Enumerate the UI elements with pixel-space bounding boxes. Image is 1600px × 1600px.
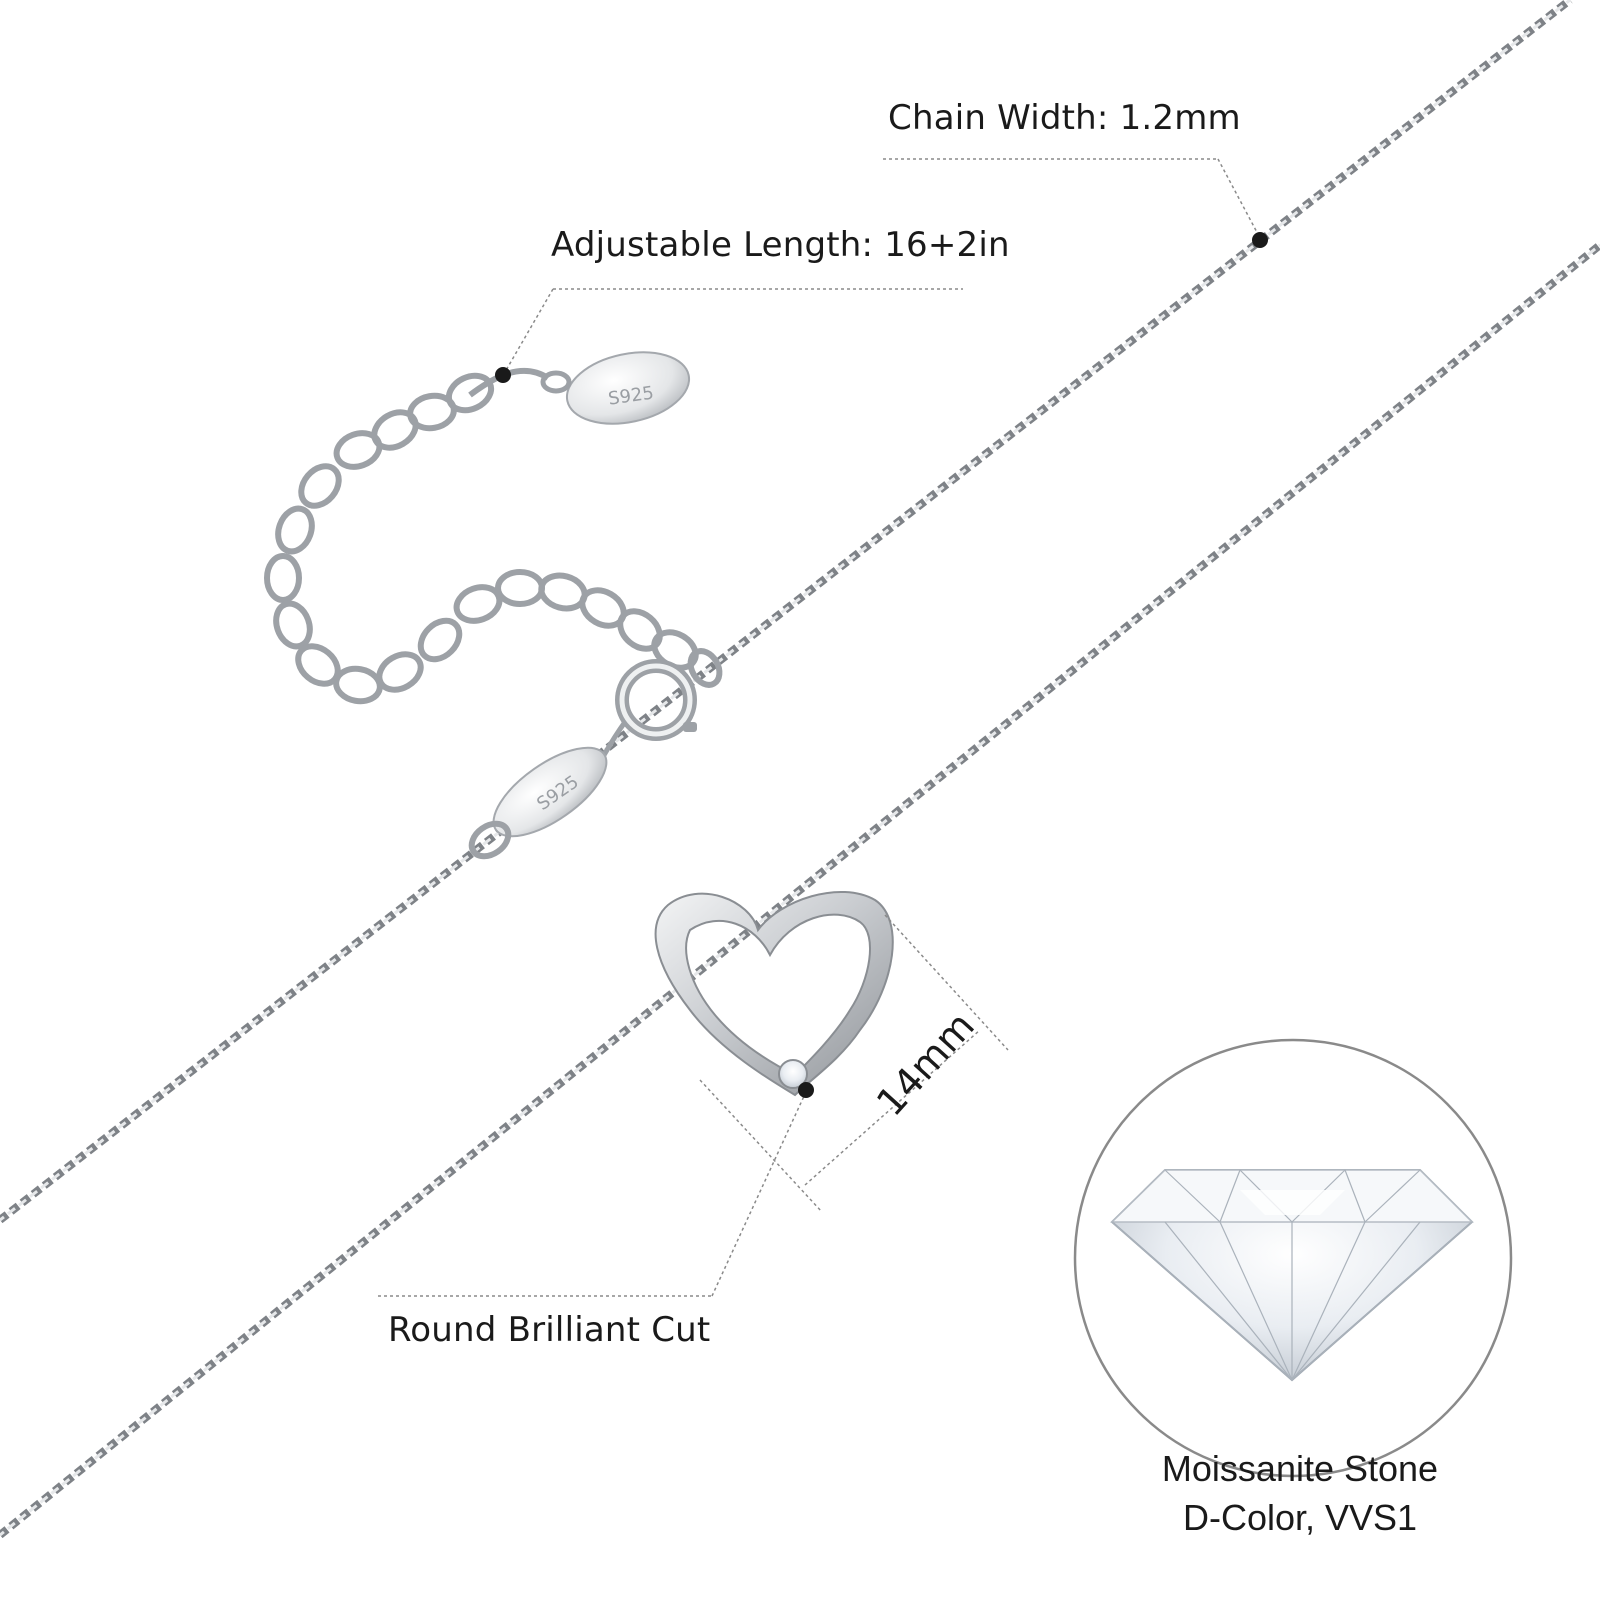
heart-gem <box>778 1059 808 1089</box>
adjustable-length-label: Adjustable Length: 16+2in <box>551 225 1010 265</box>
diamond-icon <box>1110 1169 1474 1382</box>
callout-adjustable-length <box>495 288 963 383</box>
callout-round-brilliant-cut <box>378 1082 814 1297</box>
stone-display <box>1073 1038 1513 1478</box>
round-brilliant-cut-label: Round Brilliant Cut <box>388 1310 711 1350</box>
chain-width-label: Chain Width: 1.2mm <box>888 98 1241 138</box>
stone-caption-line2: D-Color, VVS1 <box>1182 1497 1418 1538</box>
chain-strand-upper <box>0 0 1573 1224</box>
heart-pendant <box>654 891 894 1097</box>
extender-chain <box>264 367 723 705</box>
stone-caption-line1: Moissanite Stone <box>1161 1448 1439 1489</box>
dimension-14mm <box>699 914 1009 1213</box>
s925-tag-lower: S925 <box>468 746 608 860</box>
chain-strand-lower <box>0 241 1600 1539</box>
callout-chain-width <box>883 158 1268 248</box>
s925-tag-top: S925 <box>540 351 691 425</box>
spring-ring-clasp <box>597 659 697 764</box>
